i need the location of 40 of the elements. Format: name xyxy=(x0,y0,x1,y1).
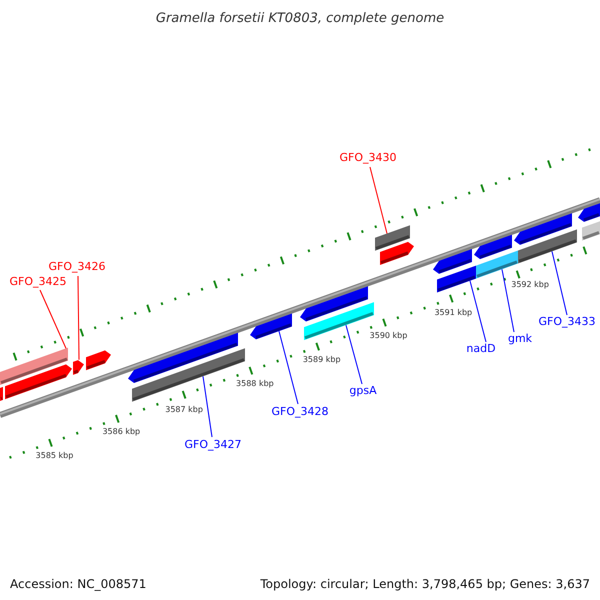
title: Gramella forsetii KT0803, complete genome xyxy=(154,10,446,28)
gene-feature xyxy=(0,386,3,401)
scale-label: 3586 kbp xyxy=(102,427,140,438)
scale-label: 3592 kbp xyxy=(511,280,549,290)
leader-line xyxy=(278,330,298,404)
scale-label: 3591 kbp xyxy=(434,308,472,318)
genome-stats-note: Topology: circular; Length: 3,798,465 bp; Genes: 3,637 xyxy=(260,576,590,593)
leader-line xyxy=(346,324,362,384)
leader-line xyxy=(202,376,212,438)
gene-feature xyxy=(250,313,292,340)
gene-feature xyxy=(578,203,600,222)
scale-label: 3588 kbp xyxy=(236,379,274,390)
scale-label: 3585 kbp xyxy=(36,451,74,462)
gene-label: GFO_3428 xyxy=(272,406,328,418)
leader-line xyxy=(40,290,66,349)
gene-label: gpsA xyxy=(349,385,377,397)
leader-line xyxy=(470,280,486,342)
gene-feature xyxy=(476,250,518,279)
gene-label: GFO_3427 xyxy=(184,439,242,451)
leader-line xyxy=(502,268,514,332)
gene-feature xyxy=(5,364,72,400)
gene-feature xyxy=(582,221,600,241)
scale-label: 3589 kbp xyxy=(302,355,341,366)
leader-line xyxy=(78,276,80,360)
gene-feature xyxy=(380,242,414,265)
leader-line xyxy=(370,166,388,234)
accession-note: Accession: NC_008571 xyxy=(10,576,146,593)
gene-label: GFO_3425 xyxy=(10,276,66,288)
gene-feature xyxy=(518,229,577,264)
gene-feature xyxy=(73,360,84,375)
scale-label: 3587 kbp xyxy=(165,404,203,415)
gene-label: gmk xyxy=(508,333,532,345)
gene-label: GFO_3426 xyxy=(48,261,106,273)
leader-line xyxy=(552,250,568,316)
scale-label: 3590 kbp xyxy=(370,331,408,342)
gene-label: nadD xyxy=(466,343,496,355)
gene-label: GFO_3430 xyxy=(340,152,396,164)
gene-feature xyxy=(437,266,476,293)
gene-feature xyxy=(86,350,111,370)
gene-label: GFO_3433 xyxy=(538,316,596,328)
